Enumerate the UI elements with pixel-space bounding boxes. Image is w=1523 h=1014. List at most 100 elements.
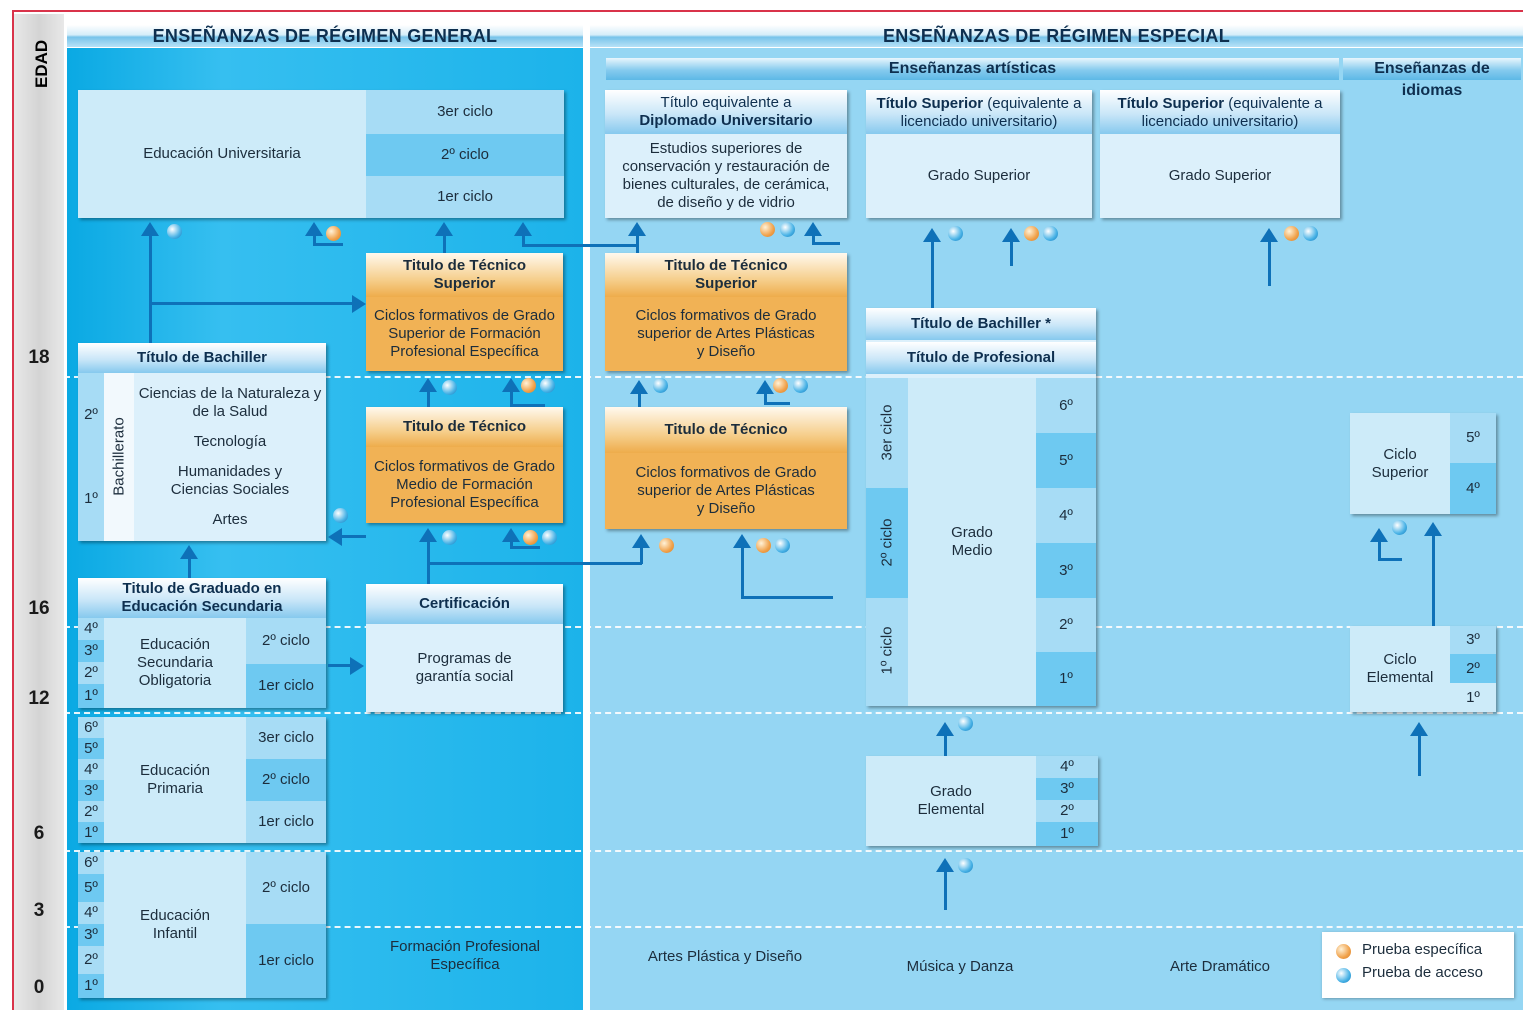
frame [12, 10, 1523, 1010]
tecnico-fp: Titulo de Técnico Ciclos formativos de G… [366, 407, 563, 523]
tecnico-superior-ap-title: Titulo de Técnico Superior [605, 253, 847, 297]
primaria-box: 6º 5º 4º 3º 2º 1º Educación Primaria 3er… [78, 717, 326, 843]
primaria-c3: 3er ciclo [246, 717, 326, 759]
superior2-bold: Título Superior [1117, 95, 1225, 112]
musica-g4: 4º [1036, 488, 1096, 543]
arrow-tfp-bb [510, 546, 540, 549]
infantil-y5: 5º [78, 874, 104, 902]
superior2-rest: (equivalente a licenciado universitario) [1141, 95, 1323, 130]
infantil-y2: 2º [78, 946, 104, 974]
primaria-y1: 1º [78, 822, 104, 843]
prueba-acceso-icon [442, 530, 457, 545]
ciclo-superior-box: Ciclo Superior 5º 4º [1350, 413, 1496, 514]
idiomas-e2: 2º [1450, 654, 1496, 683]
arrow-tsap-bb [764, 402, 790, 405]
musica-e1: 1º [1036, 822, 1098, 846]
prueba-acceso-icon [958, 716, 973, 731]
prueba-especifica-icon [773, 378, 788, 393]
musica-c1: 1º ciclo [878, 626, 896, 675]
grado-medio-box: Título de Bachiller * Título de Profesio… [866, 308, 1096, 706]
arrow-up-icon [628, 222, 646, 236]
arrow-up-icon [632, 534, 650, 548]
prueba-acceso-icon [542, 530, 557, 545]
diplomado-title: Título equivalente a Diplomado Universit… [605, 90, 847, 134]
arrow-univ-2b [313, 243, 343, 246]
arrow-bach-tsfp [149, 302, 359, 305]
arrow-up-icon [305, 222, 323, 236]
arrow-up-icon [1410, 722, 1428, 736]
arrow-tfp-b [510, 538, 513, 548]
bachiller-mod4: Artes [212, 511, 248, 528]
infantil-c1: 1er ciclo [246, 924, 326, 998]
primaria-c2: 2º ciclo [246, 759, 326, 801]
universidad-title: Educación Universitaria [78, 90, 366, 218]
arrow-up-icon [630, 380, 648, 394]
superior1-box: Título Superior (equivalente a licenciad… [866, 90, 1092, 218]
arrow-idiom-sup-b [1378, 558, 1402, 561]
tecnico-ap-title: Titulo de Técnico [605, 407, 847, 453]
musica-c3-bg [866, 378, 908, 488]
arrow-up-icon [502, 378, 520, 392]
tecnico-superior-ap-body: Ciclos formativos de Grado superior de A… [635, 307, 817, 360]
arrow-up-icon [756, 380, 774, 394]
musica-c2-bg [866, 488, 908, 598]
eso-title: Educación Secundaria Obligatoria [104, 618, 246, 708]
arrow-link-1 [522, 232, 525, 246]
prueba-acceso-icon [333, 508, 348, 523]
header-idiomas: Enseñanzas de idiomas [1343, 58, 1521, 99]
arrow-bach-sup1 [931, 240, 934, 308]
prueba-acceso-icon [1392, 520, 1407, 535]
prueba-especifica-icon [1024, 226, 1039, 241]
arrow-tsap-dipl [636, 232, 639, 253]
prueba-acceso-icon [793, 378, 808, 393]
orange-ball-icon [1336, 944, 1351, 959]
arrow-eso-cert [328, 664, 352, 667]
musica-medio-title: Grado Medio [908, 378, 1036, 706]
superior2-body: Grado Superior [1168, 167, 1272, 184]
prueba-acceso-icon [948, 226, 963, 241]
header-artisticas: Enseñanzas artísticas [606, 58, 1339, 80]
age-axis-title: EDAD [32, 39, 51, 88]
musica-c3: 3er ciclo [878, 404, 896, 461]
arrow-up-icon [141, 222, 159, 236]
arrow-link-1b [522, 244, 637, 247]
bachiller-title: Título de Bachiller [78, 343, 326, 373]
tecnico-superior-ap: Titulo de Técnico Superior Ciclos format… [605, 253, 847, 371]
age-18: 18 [28, 347, 50, 368]
prueba-especifica-icon [523, 530, 538, 545]
arrow-right-icon [350, 657, 364, 675]
arrow-up-icon [514, 222, 532, 236]
arrow-tfp-tsfp [427, 390, 430, 407]
arrow-up-icon [936, 858, 954, 872]
header-general: ENSEÑANZAS DE RÉGIMEN GENERAL [67, 25, 583, 47]
diplomado-t2: Diplomado Universitario [639, 112, 813, 129]
arrow-elem-sup [1432, 534, 1435, 626]
arrow-to-elem [944, 870, 947, 910]
arrow-tsap-b [764, 392, 767, 404]
arrow-up-icon [419, 528, 437, 542]
age-line-18 [64, 376, 1523, 378]
age-6: 6 [33, 823, 45, 844]
eso-y1: 1º [78, 684, 104, 708]
arrow-up-icon [1260, 228, 1278, 242]
idiomas-superior-title: Ciclo Superior [1350, 413, 1450, 514]
musica-e4: 4º [1036, 756, 1098, 778]
superior1-title: Título Superior (equivalente a licenciad… [866, 90, 1092, 134]
arrow-grad-bach [188, 556, 191, 578]
arrow-cert-tap-v [640, 546, 643, 564]
primaria-c1: 1er ciclo [246, 801, 326, 843]
superior1-bold: Título Superior [876, 95, 984, 112]
musica-g2: 2º [1036, 598, 1096, 652]
arrow-tsfp-bb [510, 404, 545, 407]
footer-md: Música y Danza [906, 958, 1014, 975]
grado-elemental-box: Grado Elemental 4º 3º 2º 1º [866, 756, 1098, 846]
tecnico-fp-title: Titulo de Técnico [366, 407, 563, 447]
prueba-acceso-icon [958, 858, 973, 873]
universidad-c1: 1er ciclo [366, 176, 564, 218]
prueba-acceso-icon [653, 378, 668, 393]
eso-box: Titulo de Graduado en Educación Secundar… [78, 578, 326, 708]
prueba-especifica-icon [659, 538, 674, 553]
infantil-y1: 1º [78, 974, 104, 998]
footer-fp: Formación Profesional Específica [389, 938, 541, 973]
idiomas-e1: 1º [1450, 683, 1496, 712]
